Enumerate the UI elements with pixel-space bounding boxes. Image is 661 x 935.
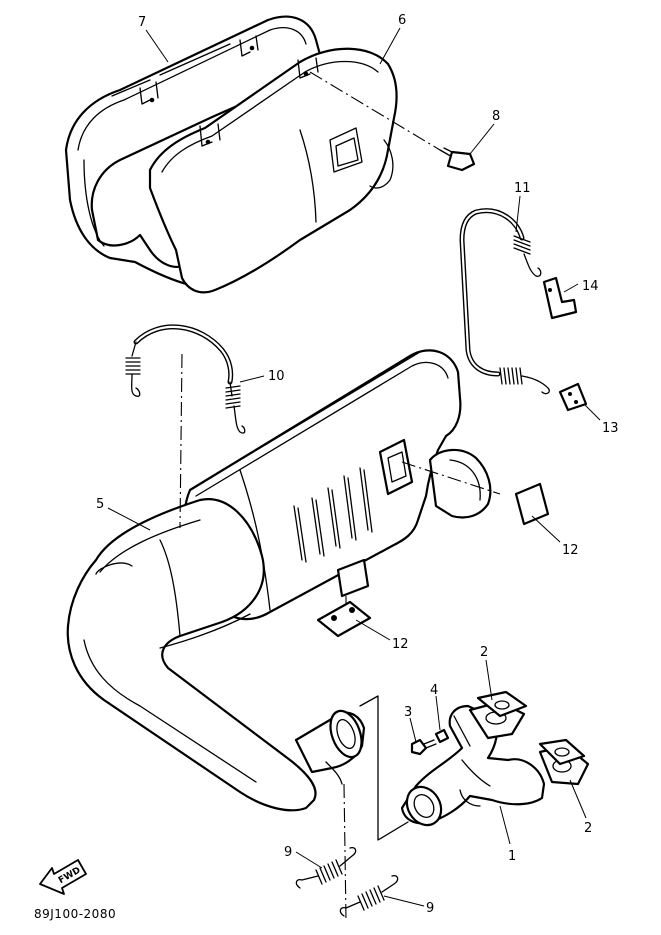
callout-12-lower: 12 (392, 637, 409, 652)
spring-9-lower (339, 874, 399, 917)
callout-7: 7 (138, 15, 146, 30)
muffler-5 (66, 349, 492, 812)
callout-labels: 7 6 8 11 14 10 13 5 12 12 2 4 3 2 1 9 9 … (34, 13, 619, 921)
bracket-14 (542, 276, 578, 320)
plate-13 (558, 382, 588, 412)
callout-2-right: 2 (584, 821, 592, 836)
callout-8: 8 (492, 109, 500, 124)
callout-11: 11 (514, 181, 531, 196)
gasket-2-upper (476, 690, 528, 718)
inner-heat-protector (148, 47, 398, 294)
callout-4: 4 (430, 683, 438, 698)
bolt-3 (410, 738, 437, 756)
spring-10 (125, 324, 246, 434)
gasket-2-right (538, 738, 586, 766)
callout-9-upper: 9 (284, 845, 292, 860)
callout-13: 13 (602, 421, 619, 436)
callout-5: 5 (96, 497, 104, 512)
spring-11 (459, 208, 550, 395)
callout-1: 1 (508, 849, 516, 864)
callout-6: 6 (398, 13, 406, 28)
callout-9-lower: 9 (426, 901, 434, 916)
gasket-12-upper (514, 482, 550, 526)
gasket-12-lower (316, 600, 372, 638)
spring-9-upper (295, 846, 357, 889)
callout-14: 14 (582, 279, 599, 294)
exhaust-pipe-1 (400, 700, 590, 827)
outer-heat-protector (64, 15, 324, 287)
fwd-arrow-icon: FWD (39, 859, 87, 895)
callout-10: 10 (268, 369, 285, 384)
drawing-code: 89J100-2080 (34, 907, 116, 921)
callout-3: 3 (404, 705, 412, 720)
bolt-8 (309, 71, 476, 172)
leader-lines (107, 27, 601, 907)
callout-2-upper: 2 (480, 645, 488, 660)
nut-4 (434, 728, 450, 744)
callout-12-upper: 12 (562, 543, 579, 558)
